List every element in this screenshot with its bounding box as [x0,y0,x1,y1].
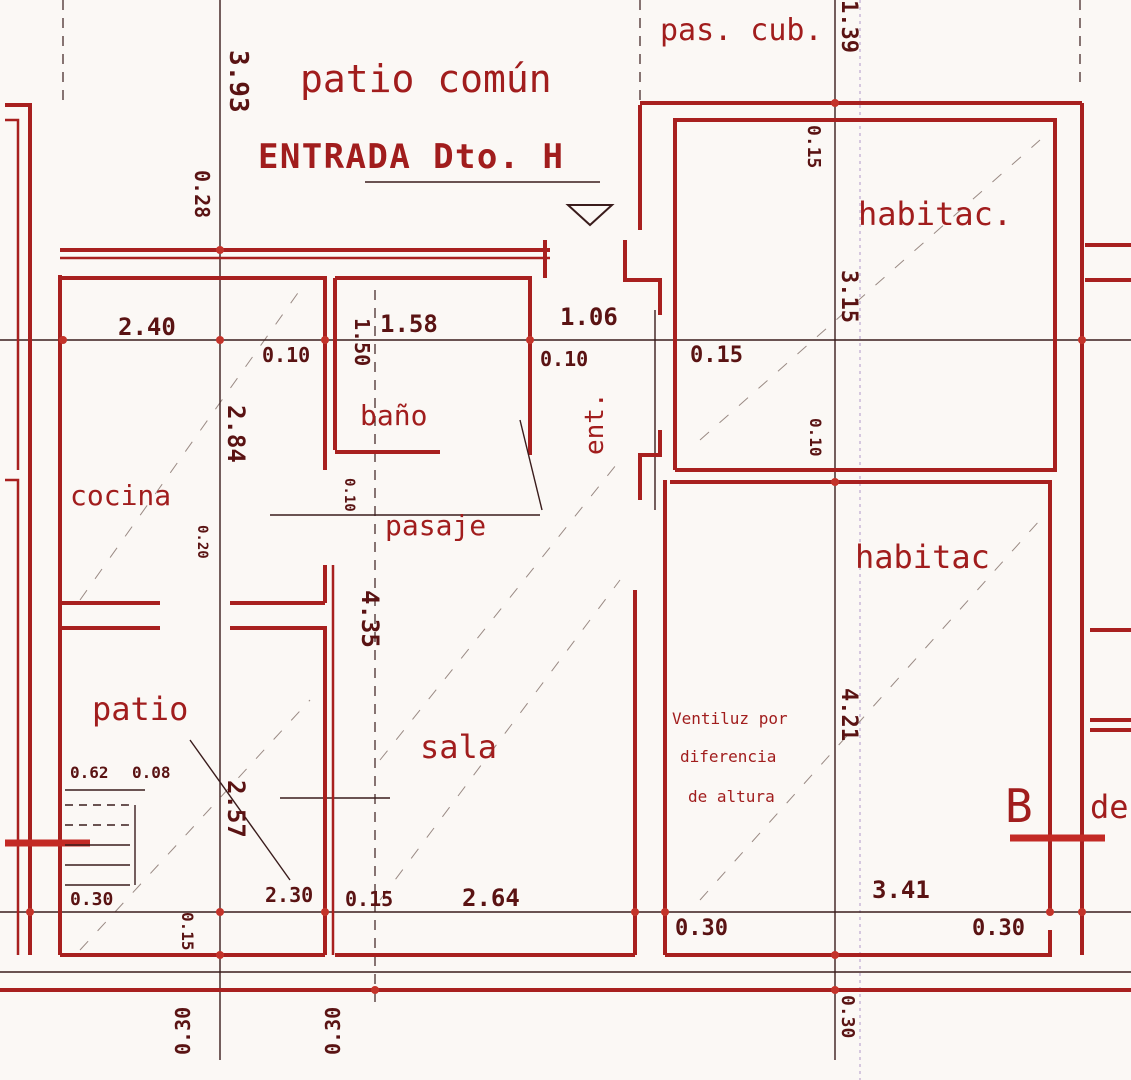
dim-0-08: 0.08 [132,763,171,782]
patio-comun-label: patio común [300,57,552,101]
vent-note-line1: Ventiluz por [672,709,788,728]
dim-0-15-top: 0.15 [803,125,824,168]
dim-2-84: 2.84 [222,405,250,463]
section-mark-b: B [1005,779,1033,833]
dim-0-20: 0.20 [194,525,210,559]
dim-0-15-sala: 0.15 [345,887,393,911]
dim-3-41: 3.41 [872,876,930,904]
sala-label: sala [420,728,497,766]
dim-0-30-bottom1: 0.30 [171,1007,195,1055]
dim-0-10-mid: 0.10 [540,347,588,371]
dim-1-58: 1.58 [380,310,438,338]
dim-2-57: 2.57 [222,780,250,838]
dimension-labels: 3.93 1.39 0.28 0.15 2.40 0.10 1.58 1.50 … [70,0,1025,1055]
dim-2-64: 2.64 [462,884,520,912]
dim-0-62: 0.62 [70,763,109,782]
dim-3-15: 3.15 [836,270,861,323]
dim-0-30-right: 0.30 [972,916,1025,941]
dim-0-10-left: 0.10 [262,343,310,367]
entrance-label: ENTRADA Dto. H [258,137,563,177]
dim-2-30: 2.30 [265,883,313,907]
dim-0-30-stair: 0.30 [70,889,113,910]
habitac-bottom-label: habitac [855,538,990,576]
habitac-top-label: habitac. [858,195,1012,233]
dim-0-15-mid: 0.15 [690,343,743,368]
vent-note-line3: de altura [688,787,775,806]
entrance-marker-icon [565,204,615,227]
dim-4-35: 4.35 [356,590,384,648]
entrance-short-label: ent. [580,392,610,455]
cocina-label: cocina [70,479,171,512]
dim-0-30-left: 0.30 [675,916,728,941]
dim-1-50: 1.50 [350,318,374,366]
pasaje-label: pasaje [385,509,486,542]
dim-0-15-low: 0.15 [178,912,197,951]
dim-1-06: 1.06 [560,303,618,331]
dim-0-10-vert: 0.10 [806,418,825,457]
vent-note-line2: diferencia [680,747,776,766]
dim-4-21: 4.21 [836,688,861,741]
door-leader [519,419,543,511]
bano-label: baño [360,399,427,432]
walls [0,101,1131,992]
dim-1-39: 1.39 [836,0,861,53]
room-labels: patio común ENTRADA Dto. H pas. cub. coc… [70,13,1129,833]
dim-3-93: 3.93 [223,50,253,113]
dim-0-30-bottom2: 0.30 [321,1007,345,1055]
dim-0-30-bottom3: 0.30 [837,995,858,1038]
dim-0-28: 0.28 [190,170,214,218]
dimension-ticks [26,99,1086,994]
patio-label: patio [92,690,188,728]
hatching [79,139,1041,951]
partial-label: de [1090,788,1129,826]
dim-2-40: 2.40 [118,313,176,341]
dim-0-10-small: 0.10 [341,478,357,512]
covered-passage-label: pas. cub. [660,13,823,48]
